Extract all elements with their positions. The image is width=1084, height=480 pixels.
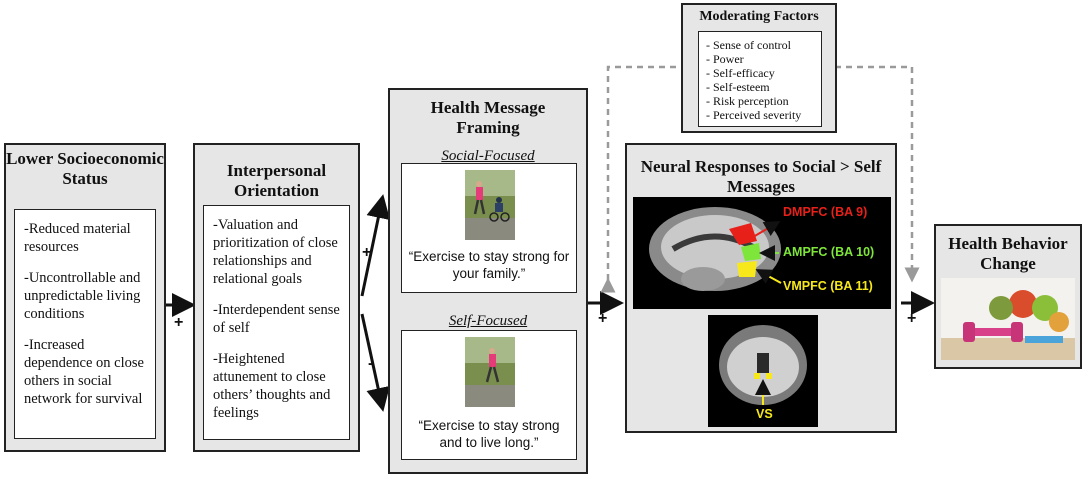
sign-framing-to-neural: + [598, 310, 608, 327]
ses-item: -Uncontrollable and unpredictable living… [24, 270, 141, 322]
behavior-box: Health Behavior Change [934, 224, 1082, 369]
dmpfc-region [729, 223, 757, 245]
sign-neural-to-behavior: + [907, 310, 917, 327]
ses-title: Lower Socioeconomic Status [6, 149, 164, 188]
self-quote: “Exercise to stay strong and to live lon… [418, 418, 560, 450]
behavior-title: Health Behavior Change [948, 234, 1068, 273]
moderators-inner-box: - Sense of control - Power - Self-effica… [698, 31, 822, 127]
ses-item: -Reduced material resources [24, 221, 131, 255]
moderators-title: Moderating Factors [699, 9, 819, 24]
moderator-item: - Self-efficacy [706, 66, 775, 80]
vs-label: VS [756, 407, 773, 421]
ses-inner-box: -Reduced material resources -Uncontrolla… [14, 209, 156, 439]
social-focused-label: Social-Focused [441, 148, 535, 164]
framing-title: Health Message Framing [430, 98, 546, 137]
sign-interpersonal-to-self: - [368, 355, 374, 372]
ses-box: Lower Socioeconomic Status -Reduced mate… [4, 143, 166, 452]
interpersonal-list: -Valuation and prioritization of close r… [213, 216, 343, 435]
sign-ses-to-interpersonal: + [174, 314, 184, 331]
ampfc-label: AMPFC (BA 10) [783, 245, 875, 259]
interpersonal-item: -Valuation and prioritization of close r… [213, 217, 338, 287]
dmpfc-label: DMPFC (BA 9) [783, 205, 868, 219]
runner-with-child-photo [465, 170, 515, 240]
vmpfc-label: VMPFC (BA 11) [783, 279, 873, 293]
interpersonal-item: -Heightened attunement to close others’ … [213, 351, 331, 421]
sagittal-brain-image [633, 197, 891, 309]
moderator-item: - Risk perception [706, 94, 789, 108]
vmpfc-region [737, 261, 757, 277]
ampfc-region [741, 243, 761, 261]
arrow-interpersonal-to-self [360, 313, 390, 412]
interpersonal-title: Interpersonal Orientation [226, 161, 327, 200]
framing-box: Health Message Framing Social-Focused “E… [388, 88, 588, 474]
runner-photo [465, 337, 515, 407]
moderator-item: - Power [706, 52, 744, 66]
vs-region [754, 373, 760, 379]
moderator-item: - Sense of control [706, 38, 791, 52]
interpersonal-item: -Interdependent sense of self [213, 302, 340, 336]
fruit-and-dumbbells-photo [941, 278, 1075, 360]
neural-title: Neural Responses to Social > Self Messag… [640, 157, 882, 196]
arrow-interpersonal-to-social [360, 194, 391, 297]
social-quote: “Exercise to stay strong for your family… [408, 249, 570, 281]
interpersonal-inner-box: -Valuation and prioritization of close r… [203, 205, 350, 440]
moderator-item: - Self-esteem [706, 80, 770, 94]
social-message-box: “Exercise to stay strong for your family… [401, 163, 577, 293]
ses-item: -Increased dependence on close others in… [24, 337, 144, 407]
interpersonal-box: Interpersonal Orientation -Valuation and… [193, 143, 360, 452]
coronal-brain-image [708, 315, 818, 427]
sign-interpersonal-to-social: + [362, 244, 372, 261]
self-focused-label: Self-Focused [448, 313, 528, 329]
moderator-item: - Perceived severity [706, 108, 802, 122]
self-message-box: “Exercise to stay strong and to live lon… [401, 330, 577, 460]
moderators-box: Moderating Factors - Sense of control - … [681, 3, 837, 133]
neural-box: Neural Responses to Social > Self Messag… [625, 143, 897, 433]
ses-list: -Reduced material resources -Uncontrolla… [24, 220, 149, 421]
moderators-list: - Sense of control - Power - Self-effica… [706, 38, 801, 122]
